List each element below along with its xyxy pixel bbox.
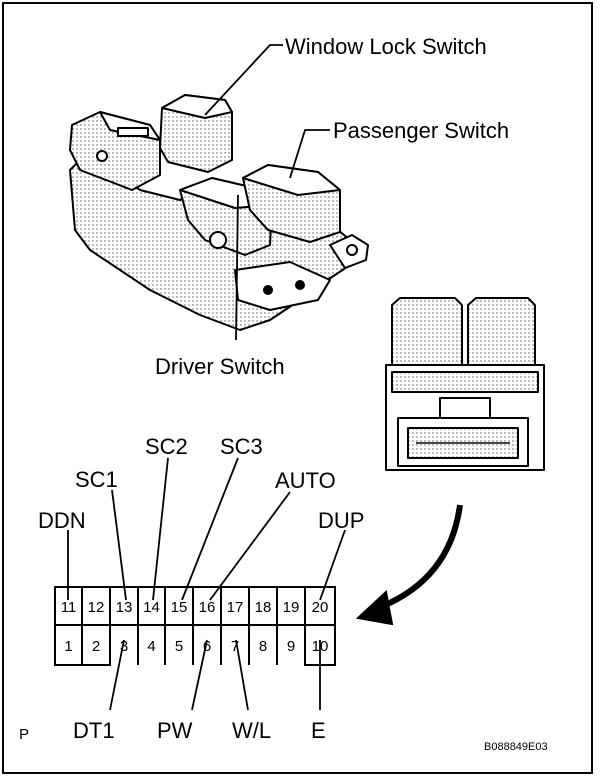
pin-number-9: 9 bbox=[287, 638, 295, 655]
terminal-auto-label: AUTO bbox=[275, 468, 336, 493]
terminal-pw-label: PW bbox=[157, 718, 193, 743]
direction-arrow bbox=[376, 504, 463, 611]
terminal-sc3-label: SC3 bbox=[220, 434, 263, 459]
pin-number-15: 15 bbox=[171, 599, 188, 616]
pin-number-12: 12 bbox=[88, 599, 105, 616]
terminal-sc1-label: SC1 bbox=[75, 467, 118, 492]
terminal-e-label: E bbox=[311, 718, 326, 743]
pin-number-13: 13 bbox=[116, 599, 133, 616]
figure-code: B088849E03 bbox=[484, 741, 548, 753]
pin-number-3: 3 bbox=[120, 638, 128, 655]
terminal-wl-label: W/L bbox=[232, 718, 271, 743]
arrow-head-icon bbox=[355, 590, 394, 626]
pin-number-16: 16 bbox=[199, 599, 216, 616]
terminal-dt1-label: DT1 bbox=[73, 718, 115, 743]
pin-number-19: 19 bbox=[283, 599, 300, 616]
terminal-dup-label: DUP bbox=[318, 508, 364, 533]
pin-number-8: 8 bbox=[259, 638, 267, 655]
pin-numbers-top: 11 12 13 14 15 16 17 18 19 20 bbox=[61, 599, 329, 616]
pin-number-11: 11 bbox=[61, 599, 77, 616]
pin-number-20: 20 bbox=[312, 599, 329, 616]
pin-number-4: 4 bbox=[147, 638, 155, 655]
passenger-switch-label: Passenger Switch bbox=[333, 118, 509, 143]
driver-switch-label: Driver Switch bbox=[155, 354, 285, 379]
pin-number-1: 1 bbox=[64, 638, 72, 655]
connector-illustration bbox=[385, 297, 545, 471]
pin-number-18: 18 bbox=[255, 599, 272, 616]
leader-lines-terminals bbox=[67, 457, 346, 711]
connector-pin-diagram bbox=[54, 586, 336, 666]
pin-number-2: 2 bbox=[92, 638, 100, 655]
pin-number-5: 5 bbox=[175, 638, 183, 655]
pin-number-17: 17 bbox=[227, 599, 244, 616]
switch-assembly-illustration bbox=[69, 94, 369, 331]
terminal-ddn-label: DDN bbox=[38, 508, 86, 533]
corner-letter: P bbox=[19, 726, 29, 743]
pin-number-6: 6 bbox=[203, 638, 211, 655]
window-lock-switch-label: Window Lock Switch bbox=[285, 34, 487, 59]
pin-number-14: 14 bbox=[143, 599, 160, 616]
terminal-sc2-label: SC2 bbox=[145, 434, 188, 459]
figure-border bbox=[2, 2, 593, 774]
leader-lines-top bbox=[204, 44, 330, 341]
pin-number-7: 7 bbox=[231, 638, 239, 655]
